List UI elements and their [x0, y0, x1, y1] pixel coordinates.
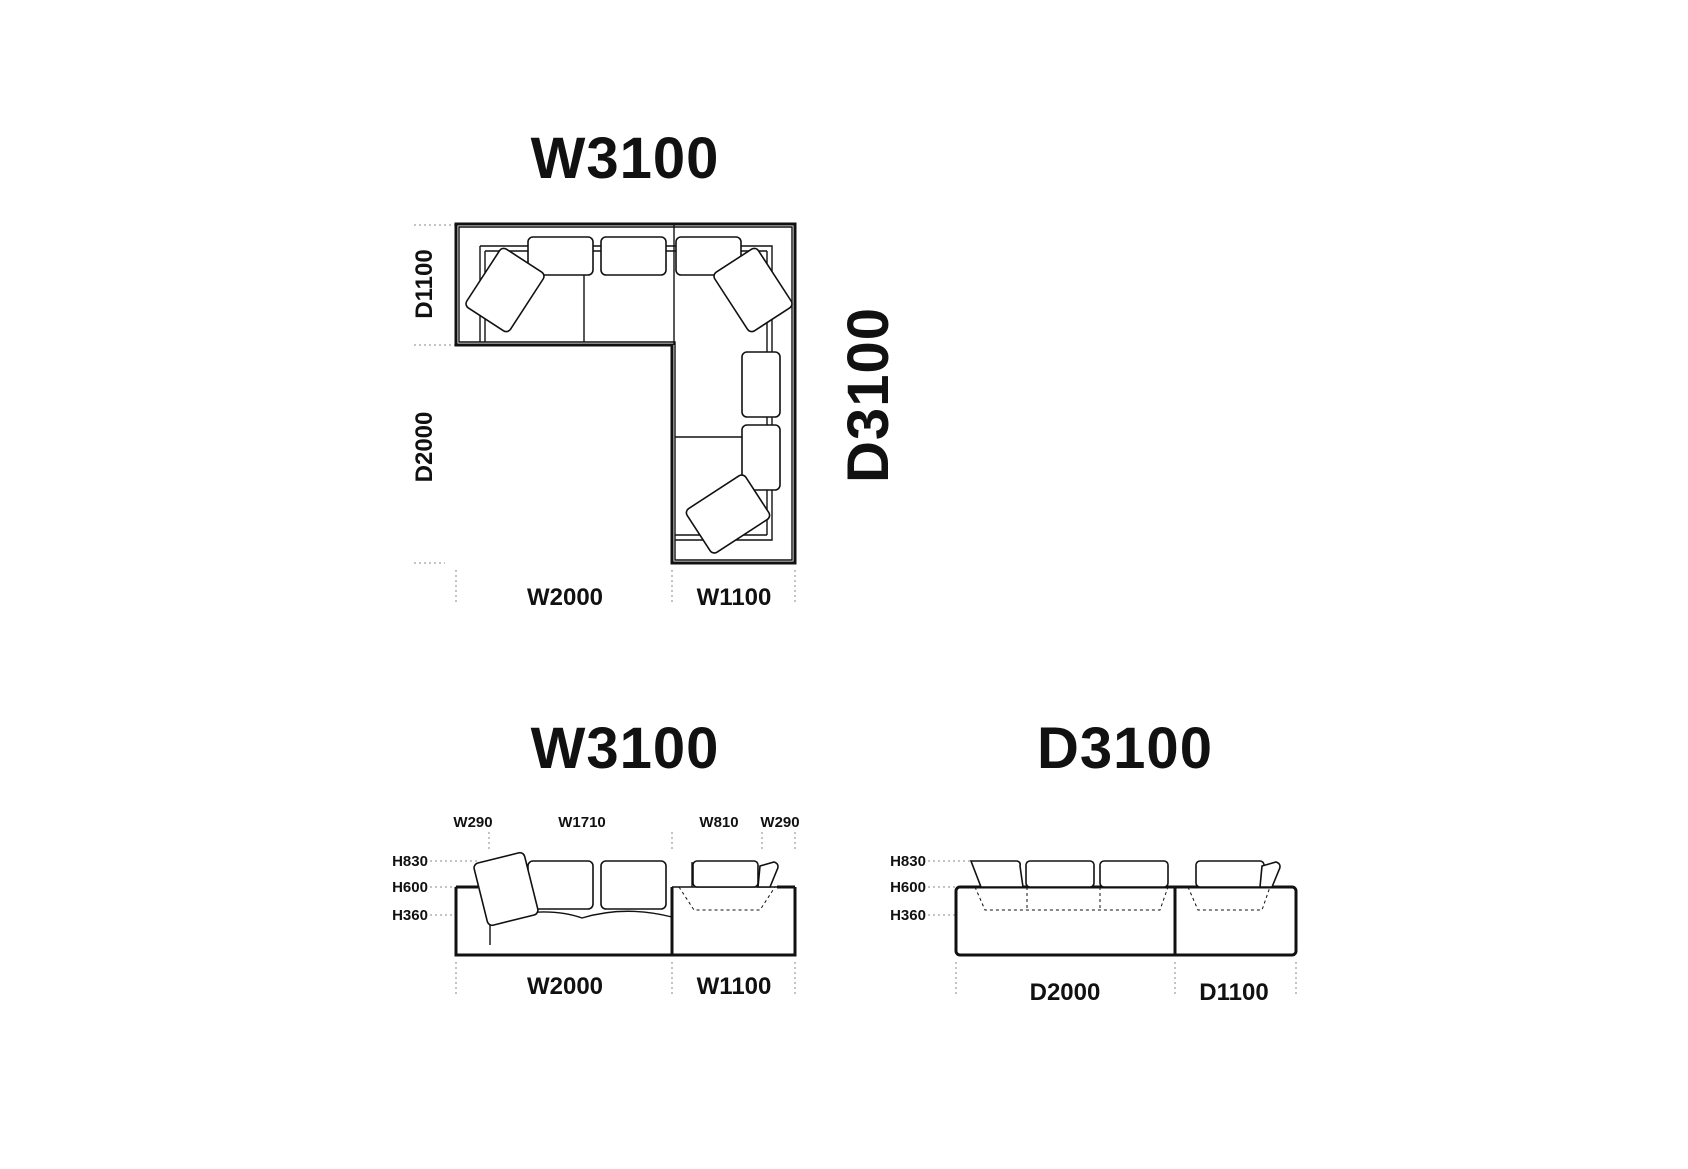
- front-throw-pillow-left: [473, 851, 539, 927]
- front-top-dim-4: W290: [760, 814, 799, 831]
- side-height-830: H830: [890, 853, 926, 870]
- front-guide-lines: [430, 832, 796, 995]
- plan-view: W3100 D3100 D1100 D2000 W2000 W1100: [411, 126, 901, 611]
- plan-total-width: W3100: [531, 126, 720, 191]
- side-depth-left: D2000: [1030, 979, 1101, 1006]
- front-title: W3100: [531, 716, 720, 781]
- plan-back-cushion-5: [741, 424, 781, 491]
- side-view: D3100 H830 H600 H360 D2000 D1100: [890, 716, 1298, 1006]
- plan-throw-pillow-bottom: [685, 474, 771, 554]
- side-back-cushion-1: [1025, 860, 1095, 888]
- plan-throw-pillow-right: [713, 247, 793, 333]
- front-height-830: H830: [392, 853, 428, 870]
- front-throw-pillow-right: [757, 861, 779, 888]
- front-width-left: W2000: [527, 973, 603, 1000]
- front-height-360: H360: [392, 907, 428, 924]
- side-height-600: H600: [890, 879, 926, 896]
- side-back-cushion-2: [1099, 860, 1169, 888]
- plan-width-right: W1100: [697, 584, 772, 611]
- side-throw-pillow-left: [969, 860, 1024, 888]
- plan-back-cushion-2: [600, 236, 667, 276]
- front-top-dim-1: W290: [453, 814, 492, 831]
- side-throw-pillow-right: [1259, 861, 1281, 888]
- front-back-cushion-3: [692, 860, 759, 888]
- front-width-right: W1100: [697, 973, 772, 1000]
- side-back-cushion-3: [1195, 860, 1265, 888]
- side-guide-lines: [928, 860, 1297, 995]
- plan-depth-lower: D2000: [411, 412, 438, 483]
- front-height-600: H600: [392, 879, 428, 896]
- plan-throw-pillow-left: [465, 247, 545, 333]
- plan-guide-lines: [414, 224, 796, 605]
- front-back-cushion-2: [600, 860, 667, 910]
- front-top-dim-2: W1710: [558, 814, 606, 831]
- side-height-360: H360: [890, 907, 926, 924]
- plan-depth-upper: D1100: [411, 249, 438, 318]
- front-back-cushion-1: [527, 860, 594, 910]
- side-title: D3100: [1037, 716, 1213, 781]
- plan-width-left: W2000: [527, 584, 603, 611]
- front-view: W3100 W290 W1710 W810 W290 H830 H600 H36…: [392, 716, 800, 1000]
- plan-total-depth: D3100: [836, 307, 901, 483]
- side-sofa-base: [954, 885, 1298, 957]
- front-sofa-base: [454, 887, 797, 957]
- side-depth-right: D1100: [1199, 979, 1268, 1006]
- plan-back-cushion-4: [741, 351, 781, 418]
- plan-sofa-outline: [454, 222, 797, 565]
- front-top-dim-3: W810: [699, 814, 738, 831]
- plan-back-cushion-1: [527, 236, 594, 276]
